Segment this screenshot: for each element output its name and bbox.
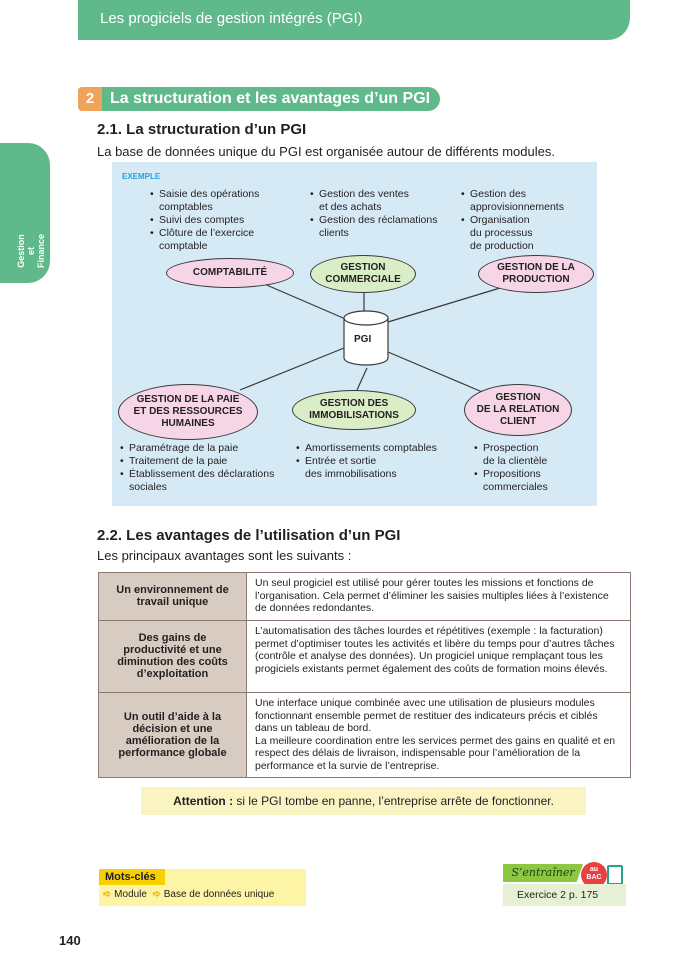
list-item: Paramétrage de la paie	[120, 442, 274, 455]
attention-label: Attention :	[173, 794, 234, 808]
document-icon	[607, 865, 623, 885]
list-item: Entrée et sortie des immobilisations	[296, 455, 437, 481]
subsection-title-avantages: 2.2. Les avantages de l’utilisation d’un…	[97, 527, 401, 544]
advantage-text-cell: Une interface unique combinée avec une u…	[246, 692, 631, 778]
list-item: Clôture de l’exercice comptable	[150, 227, 259, 253]
list-item: Saisie des opérations comptables	[150, 188, 259, 214]
subsection-title-structuration: 2.1. La structuration d’un PGI	[97, 121, 307, 138]
example-label: EXEMPLE	[122, 172, 161, 181]
advantage-label: Des gains de productivité et une diminut…	[98, 620, 247, 693]
list-item: Gestion des ventes et des achats	[310, 188, 437, 214]
advantages-table: Un environnement de travail unique Un se…	[98, 572, 631, 778]
list-paie: Paramétrage de la paie Traitement de la …	[120, 442, 274, 494]
pgi-center-label: PGI	[354, 334, 372, 345]
bac-badge: au BAC	[581, 862, 607, 888]
table-row: Un outil d’aide à la décision et une amé…	[98, 692, 631, 778]
chapter-title: Les progiciels de gestion intégrés (PGI)	[100, 10, 363, 27]
bac-badge-top: au	[589, 866, 599, 873]
subsection-intro-structuration: La base de données unique du PGI est org…	[97, 144, 555, 159]
list-item: Suivi des comptes	[150, 214, 259, 227]
training-label: S’entraîner	[503, 864, 583, 882]
arrow-right-icon: ➪	[103, 889, 112, 900]
node-gestion-production: GESTION DE LA PRODUCTION	[478, 255, 594, 293]
training-exercise: Exercice 2 p. 175	[503, 884, 626, 906]
advantage-text: La meilleure coordination entre les serv…	[255, 734, 616, 772]
attention-text: si le PGI tombe en panne, l’entreprise a…	[233, 794, 554, 808]
list-comptabilite: Saisie des opérations comptables Suivi d…	[150, 188, 259, 253]
side-tab: Gestion et Finance	[0, 143, 50, 283]
list-item: Traitement de la paie	[120, 455, 274, 468]
chapter-header-band: Les progiciels de gestion intégrés (PGI)	[78, 0, 630, 40]
list-immobilisations: Amortissements comptables Entrée et sort…	[296, 442, 437, 481]
attention-box: Attention : si le PGI tombe en panne, l’…	[141, 787, 586, 815]
subsection-intro-avantages: Les principaux avantages sont les suivan…	[97, 548, 352, 563]
keyword-item: Base de données unique	[163, 889, 275, 900]
list-item: Amortissements comptables	[296, 442, 437, 455]
section-number: 2	[78, 87, 102, 111]
node-gestion-immobilisations: GESTION DES IMMOBILISATIONS	[292, 390, 416, 430]
advantage-label: Un outil d’aide à la décision et une amé…	[98, 692, 247, 778]
list-item: Gestion des approvisionnements	[461, 188, 564, 214]
connector-relation-client	[387, 351, 488, 395]
list-production: Gestion des approvisionnements Organisat…	[461, 188, 564, 253]
page-number: 140	[59, 933, 81, 948]
list-item: Organisation du processus de production	[461, 214, 564, 253]
arrow-right-icon: ➪	[152, 889, 161, 900]
section-heading: 2 La structuration et les avantages d’un…	[78, 87, 441, 111]
bac-badge-bottom: BAC	[586, 874, 602, 881]
node-gestion-paie-rh: GESTION DE LA PAIE ET DES RESSOURCES HUM…	[118, 384, 258, 440]
list-item: Gestion des réclamations clients	[310, 214, 437, 240]
advantage-text: Un seul progiciel est utilisé pour gérer…	[246, 572, 631, 621]
list-relation-client: Prospection de la clientèle Propositions…	[474, 442, 548, 494]
keywords-box: Mots-clés ➪ Module ➪ Base de données uni…	[99, 869, 306, 906]
list-item: Prospection de la clientèle	[474, 442, 548, 468]
side-tab-label: Gestion et Finance	[16, 234, 46, 269]
list-commerciale: Gestion des ventes et des achats Gestion…	[310, 188, 437, 240]
table-row: Des gains de productivité et une diminut…	[98, 620, 631, 693]
diagram-connectors	[239, 279, 501, 395]
list-item: Propositions commerciales	[474, 468, 548, 494]
node-relation-client: GESTION DE LA RELATION CLIENT	[464, 384, 572, 436]
database-icon	[343, 310, 389, 366]
advantage-text: Une interface unique combinée avec une u…	[255, 697, 598, 734]
keywords-list: ➪ Module ➪ Base de données unique	[103, 889, 274, 900]
pgi-diagram: EXEMPLE PGI Saisie des opérations compta…	[112, 162, 597, 506]
connector-paie	[239, 347, 345, 391]
connector-production	[387, 287, 501, 323]
table-row: Un environnement de travail unique Un se…	[98, 572, 631, 621]
connector-immobilisations	[356, 367, 368, 391]
keywords-title: Mots-clés	[99, 869, 165, 885]
training-link[interactable]: S’entraîner au BAC Exercice 2 p. 175	[503, 862, 626, 906]
keyword-item: Module	[114, 889, 147, 900]
section-title: La structuration et les avantages d’un P…	[102, 87, 441, 111]
advantage-label: Un environnement de travail unique	[98, 572, 247, 621]
node-gestion-commerciale: GESTION COMMERCIALE	[310, 255, 416, 293]
node-comptabilite: COMPTABILITÉ	[166, 258, 294, 288]
list-item: Établissement des déclarations sociales	[120, 468, 274, 494]
advantage-text: L’automatisation des tâches lourdes et r…	[246, 620, 631, 693]
